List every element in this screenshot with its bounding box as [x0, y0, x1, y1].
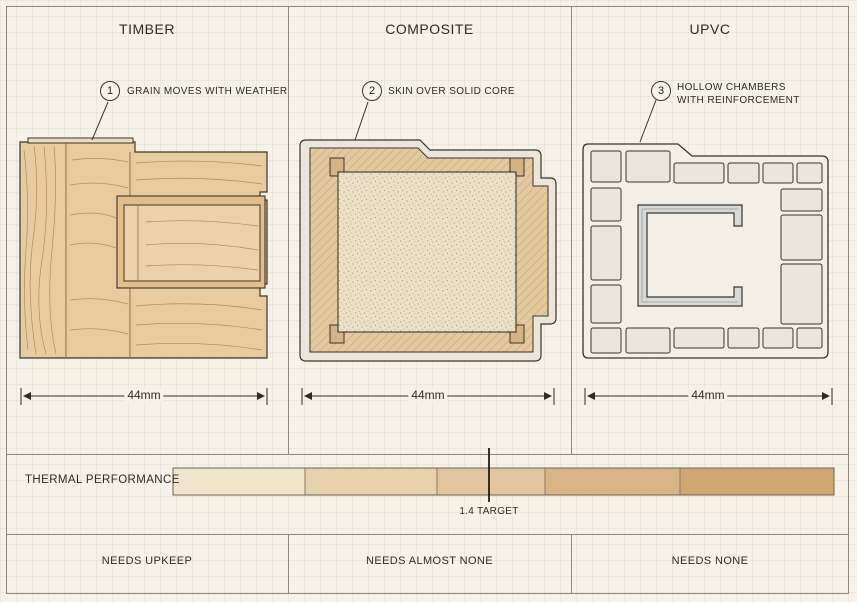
callout-3-text-line1: HOLLOW CHAMBERS — [677, 82, 786, 93]
composite-section — [299, 101, 557, 362]
callout-1-text: GRAIN MOVES WITH WEATHER — [127, 86, 288, 97]
composite-maintenance: NEEDS ALMOST NONE — [365, 555, 494, 567]
bottom-divider-2 — [571, 534, 572, 594]
callout-3-badge: 3 — [651, 81, 671, 101]
thermal-row-bottom-divider — [6, 534, 849, 535]
diagram-frame — [6, 6, 849, 594]
timber-dimension-label: 44mm — [124, 388, 164, 402]
callout-2-badge: 2 — [362, 81, 382, 101]
thermal-segment-5 — [680, 468, 834, 495]
composite-dimension-label: 44mm — [408, 388, 448, 402]
callout-3-text-line2: WITH REINFORCEMENT — [677, 95, 800, 106]
thermal-segment-2 — [305, 468, 437, 495]
thermal-performance-label: THERMAL PERFORMANCE — [25, 474, 180, 486]
upvc-dimension-label: 44mm — [688, 388, 728, 402]
thermal-segment-3 — [437, 468, 545, 495]
thermal-performance-bar — [172, 448, 835, 502]
composite-title: COMPOSITE — [385, 21, 474, 37]
upvc-section — [582, 99, 829, 359]
timber-title: TIMBER — [119, 21, 175, 37]
timber-maintenance: NEEDS UPKEEP — [101, 555, 193, 567]
upvc-maintenance: NEEDS NONE — [671, 555, 749, 567]
thermal-row-top-divider — [6, 454, 849, 455]
upvc-title: UPVC — [689, 21, 731, 37]
callout-1-badge: 1 — [100, 81, 120, 101]
callout-2-text: SKIN OVER SOLID CORE — [388, 86, 515, 97]
timber-section — [19, 101, 268, 359]
thermal-segment-1 — [173, 468, 305, 495]
target-label: 1.4 TARGET — [459, 506, 519, 517]
bottom-divider-1 — [288, 534, 289, 594]
column-divider-1 — [288, 6, 289, 454]
thermal-segment-4 — [545, 468, 680, 495]
column-divider-2 — [571, 6, 572, 454]
